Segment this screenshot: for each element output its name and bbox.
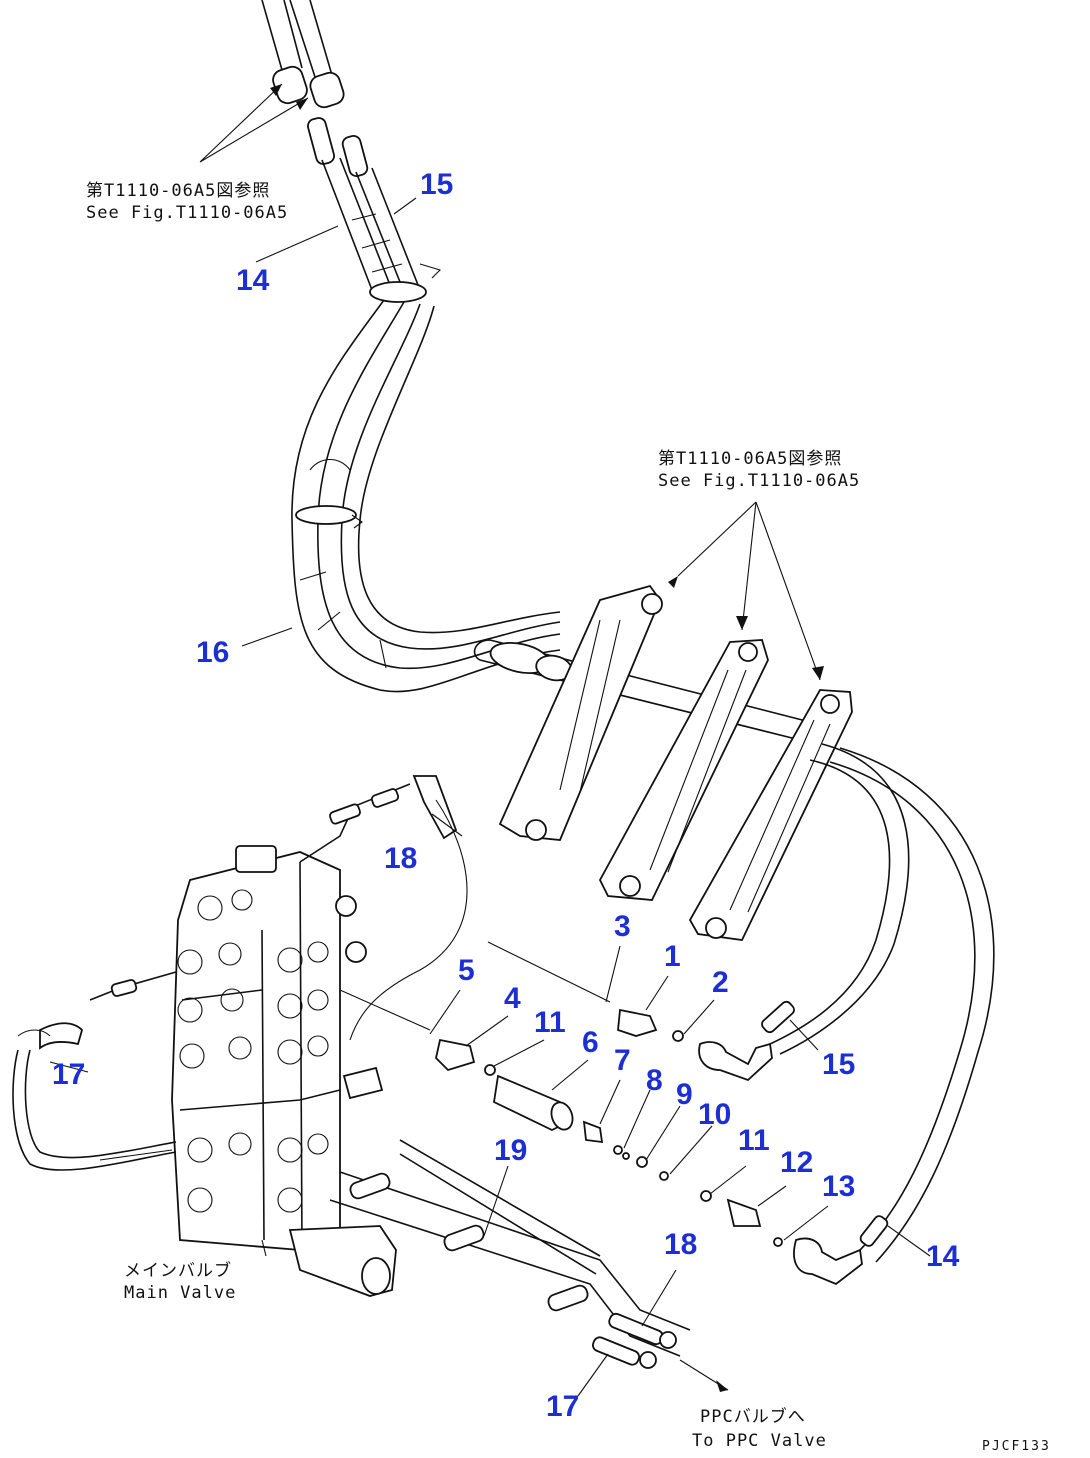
note-ppc-valve-jp: PPCバルブへ: [700, 1406, 806, 1427]
callout-4: 4: [504, 982, 521, 1015]
reference-notes: 第T1110-06A5図参照 See Fig.T1110-06A5 第T1110…: [86, 181, 1051, 1454]
right-hoses: [698, 743, 995, 1286]
callout-1: 1: [664, 940, 681, 973]
callout-6: 6: [582, 1026, 599, 1059]
drawing-code: PJCF133: [982, 1439, 1051, 1454]
callout-15-top: 15: [420, 168, 453, 201]
top-hoses: [261, 0, 442, 303]
callout-9: 9: [676, 1078, 693, 1111]
callout-11-upper: 11: [534, 1006, 566, 1039]
callout-2: 2: [712, 966, 729, 999]
callout-8: 8: [646, 1064, 663, 1097]
callout-11-lower: 11: [738, 1124, 770, 1157]
note-main-valve-en: Main Valve: [124, 1283, 236, 1303]
callout-14-top: 14: [236, 264, 270, 297]
callout-18-top: 18: [384, 842, 417, 875]
note-ref-right-en: See Fig.T1110-06A5: [658, 471, 860, 491]
callout-7: 7: [614, 1044, 631, 1077]
callout-3: 3: [614, 910, 631, 943]
hose-16: [291, 299, 561, 693]
callout-5: 5: [458, 954, 475, 987]
valve-ports: [177, 889, 329, 1213]
note-ref-right-jp: 第T1110-06A5図参照: [658, 449, 842, 469]
main-valve: [171, 845, 397, 1297]
callout-17-left: 17: [52, 1058, 85, 1091]
note-ref-top-jp: 第T1110-06A5図参照: [86, 181, 270, 201]
callout-12: 12: [780, 1146, 813, 1179]
lower-pipes: [329, 1139, 729, 1392]
note-ref-top-en: See Fig.T1110-06A5: [86, 203, 288, 223]
callout-14-right: 14: [926, 1240, 960, 1273]
callout-17-bottom: 17: [546, 1390, 579, 1423]
callout-10: 10: [698, 1098, 731, 1131]
callout-15-right: 15: [822, 1048, 855, 1081]
pilot-hoses: [12, 775, 468, 1171]
note-ppc-valve-en: To PPC Valve: [692, 1431, 827, 1451]
callout-18-bottom: 18: [664, 1228, 697, 1261]
callout-numbers: 15 14 16 18 17 3 1 2 5 4 11 6 7 8 9 10 1…: [52, 168, 960, 1423]
callout-16: 16: [196, 636, 229, 669]
leader-lines: [49, 83, 931, 1397]
pedal-assembly: [473, 584, 853, 941]
fitting-parts: [339, 941, 783, 1247]
callout-13: 13: [822, 1170, 855, 1203]
callout-19: 19: [494, 1134, 527, 1167]
note-main-valve-jp: メインバルブ: [124, 1260, 232, 1281]
